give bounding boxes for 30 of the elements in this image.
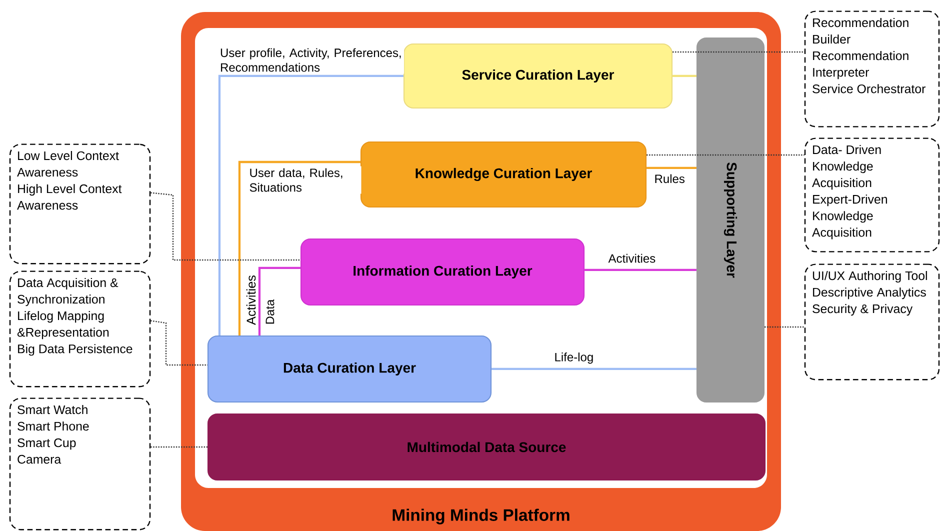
layer-box: Service Curation Layer	[403, 43, 673, 109]
connector-line	[492, 368, 696, 370]
connector-line	[218, 74, 404, 336]
note-box: Recommendation Builder Recommendation Interpreter Service Orchestrator	[804, 10, 940, 128]
leader-line	[764, 326, 804, 328]
connector-line	[672, 74, 696, 78]
note-box: Data- Driven Knowledge Acquisition Expert-Driven Knowledge Acquisition	[804, 138, 940, 252]
edge-label: Life-log	[552, 350, 596, 366]
edge-label: Activities	[606, 252, 658, 265]
flow-label: Activities	[246, 275, 256, 325]
layer-box: Information Curation Layer	[300, 238, 585, 306]
connector-line	[238, 160, 360, 336]
leader-line	[150, 446, 208, 448]
note-box: Data Acquisition & Synchronization Lifelog Mapping &Representation Big Data Persistence	[9, 270, 151, 388]
connector-line	[258, 266, 300, 336]
leader-line	[150, 192, 300, 261]
layer-box: Multimodal Data Source	[207, 413, 766, 481]
leader-line	[646, 154, 804, 156]
edge-label: User profile, Activity, Preferences, Recommendations	[218, 46, 404, 74]
note-box: Low Level Context Awareness High Level Context Awareness	[9, 144, 151, 264]
layer-box: Knowledge Curation Layer	[360, 141, 647, 208]
leader-line	[150, 320, 208, 366]
layer-box: Data Curation Layer	[207, 335, 492, 403]
note-box: Smart Watch Smart Phone Smart Cup Camera	[9, 398, 151, 530]
layer-bar: Supporting Layer	[696, 37, 765, 403]
note-box: UI/UX Authoring Tool Descriptive Analytics Security & Privacy	[804, 264, 940, 380]
connector-line	[584, 268, 696, 272]
connector-line	[646, 166, 696, 170]
edge-label: User data, Rules, Situations	[247, 166, 362, 194]
leader-line	[672, 51, 804, 53]
